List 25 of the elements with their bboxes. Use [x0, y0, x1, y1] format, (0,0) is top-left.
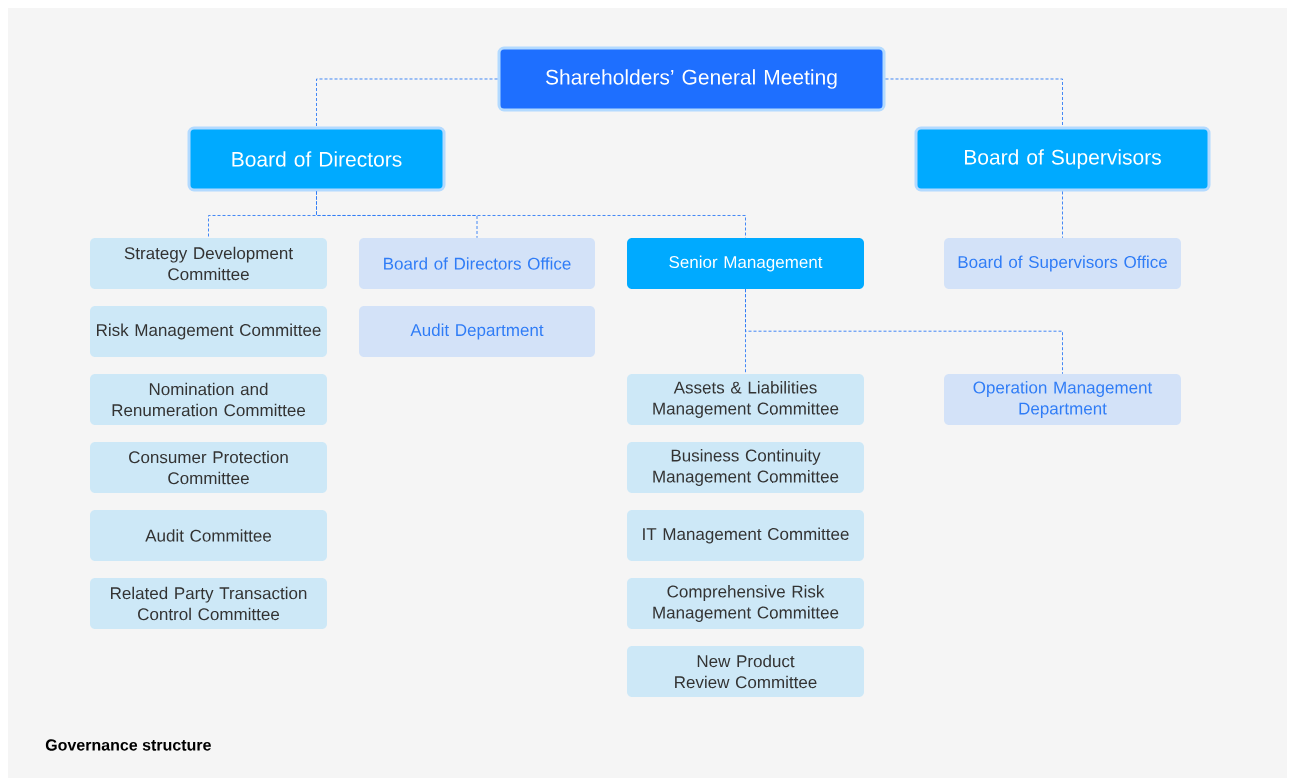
department-box: Board of Directors Office	[359, 238, 595, 289]
connector-line	[316, 191, 746, 239]
board-box: Board of Supervisors	[914, 126, 1211, 192]
committee-box: Risk Management Committee	[90, 306, 327, 357]
committee-box: Related Party Transaction Control Committee	[90, 578, 327, 629]
department-box: Operation Management Department	[944, 374, 1181, 425]
committee-box: New Product Review Committee	[627, 646, 864, 697]
committee-box: Strategy Development Committee	[90, 238, 327, 289]
connector-line	[1062, 191, 1063, 239]
department-box: Board of Supervisors Office	[944, 238, 1181, 289]
connector-line	[745, 288, 1063, 375]
committee-box: Audit Committee	[90, 510, 327, 561]
department-box: Audit Department	[359, 306, 595, 357]
committee-box: Comprehensive Risk Management Committee	[627, 578, 864, 629]
committee-box: Nomination and Renumeration Committee	[90, 374, 327, 425]
connector-line	[885, 78, 1063, 127]
connector-line	[316, 78, 498, 127]
management-box: Senior Management	[627, 238, 864, 289]
committee-box: Consumer Protection Committee	[90, 442, 327, 493]
title-box: Shareholders’ General Meeting	[497, 46, 886, 112]
committee-box: IT Management Committee	[627, 510, 864, 561]
board-box: Board of Directors	[187, 126, 446, 192]
committee-box: Business Continuity Management Committee	[627, 442, 864, 493]
caption: Governance structure	[45, 739, 211, 751]
committee-box: Assets & Liabilities Management Committee	[627, 374, 864, 425]
